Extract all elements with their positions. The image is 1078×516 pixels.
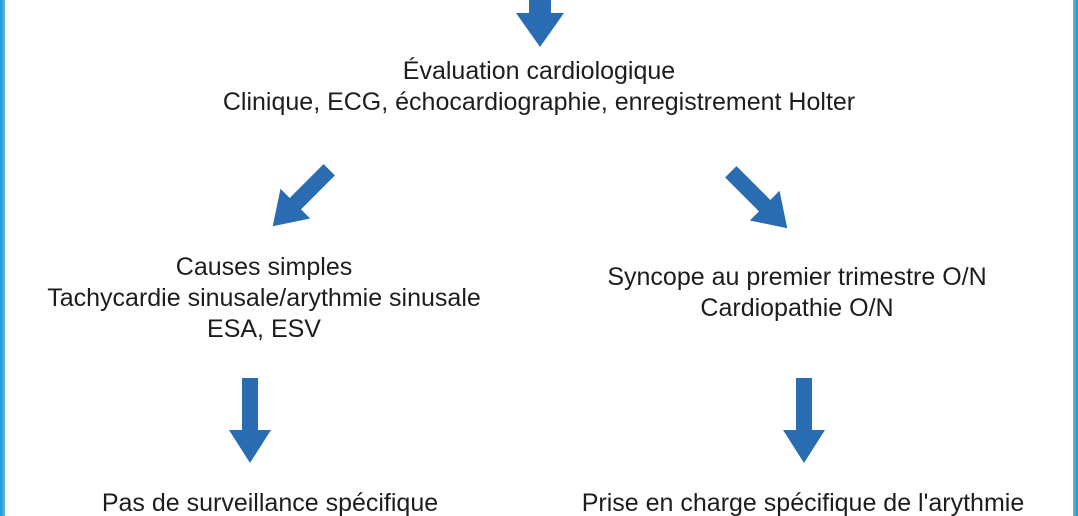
arrow-down-icon bbox=[516, 0, 564, 47]
frame-border-right bbox=[1073, 0, 1078, 516]
simple-causes-detail: Tachycardie sinusale/arythmie sinusale bbox=[47, 284, 481, 312]
evaluation-node: Évaluation cardiologique Clinique, ECG, … bbox=[0, 56, 1078, 118]
outcome-no-surveillance-label: Pas de surveillance spécifique bbox=[101, 489, 439, 516]
syncope-line: Syncope au premier trimestre O/N bbox=[607, 263, 987, 291]
frame-border-left bbox=[0, 0, 5, 516]
outcome-arrhythmia-management: Prise en charge spécifique de l'arythmie bbox=[582, 488, 1025, 516]
arrow-down-left-icon bbox=[272, 164, 335, 227]
outcome-arrhythmia-management-label: Prise en charge spécifique de l'arythmie bbox=[581, 489, 1025, 516]
simple-causes-node: Causes simples Tachycardie sinusale/aryt… bbox=[47, 252, 481, 345]
evaluation-detail: Clinique, ECG, échocardiographie, enregi… bbox=[222, 88, 856, 116]
evaluation-title: Évaluation cardiologique bbox=[402, 57, 676, 85]
syncope-node: Syncope au premier trimestre O/N Cardiop… bbox=[607, 262, 986, 324]
arrow-down-icon bbox=[229, 378, 271, 463]
simple-causes-title: Causes simples bbox=[175, 253, 353, 281]
simple-causes-detail2: ESA, ESV bbox=[207, 315, 321, 343]
arrow-down-right-icon bbox=[725, 166, 788, 229]
cardiopathy-line: Cardiopathie O/N bbox=[700, 294, 894, 322]
arrow-down-icon bbox=[783, 378, 825, 463]
outcome-no-surveillance: Pas de surveillance spécifique bbox=[102, 488, 438, 516]
